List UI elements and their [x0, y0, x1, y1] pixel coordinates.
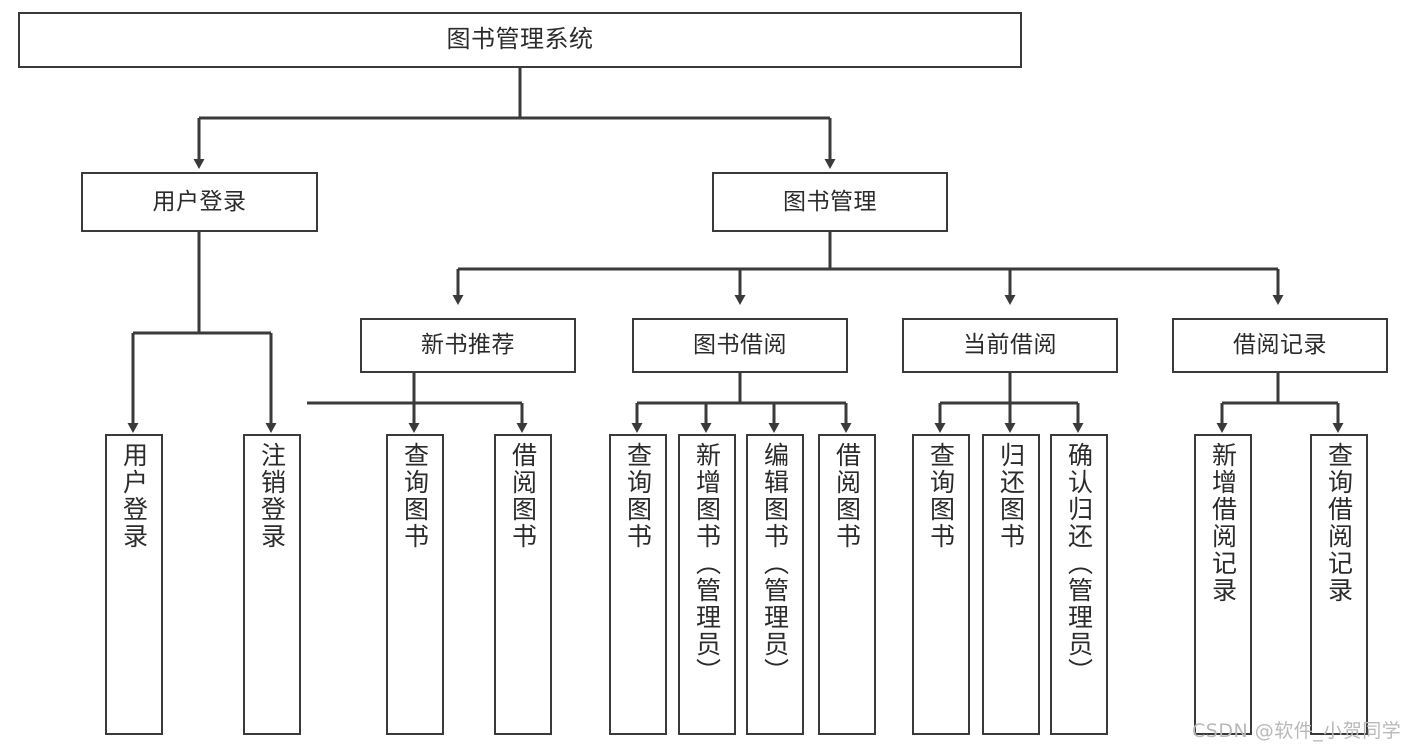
csdn-watermark: CSDN @软件_小贺同学	[1192, 720, 1402, 742]
node-label: 查询图书	[623, 442, 653, 550]
node-current-borrow[interactable]: 当前借阅	[902, 318, 1118, 373]
leaf-user-login[interactable]: 用户登录	[105, 434, 163, 735]
node-root-system[interactable]: 图书管理系统	[18, 12, 1022, 68]
node-label: 新书推荐	[421, 332, 515, 359]
node-label: 新增图书（管理员）	[692, 442, 722, 685]
leaf-current-query-book[interactable]: 查询图书	[912, 434, 970, 735]
node-label: 用户登录	[119, 442, 149, 550]
node-borrow-record[interactable]: 借阅记录	[1172, 318, 1388, 373]
node-new-book-recommend[interactable]: 新书推荐	[360, 318, 576, 373]
leaf-record-query-record[interactable]: 查询借阅记录	[1310, 434, 1368, 735]
leaf-recommend-query-book[interactable]: 查询图书	[386, 434, 444, 735]
leaf-current-confirm-return-admin[interactable]: 确认归还（管理员）	[1050, 434, 1108, 735]
leaf-borrow-query-book[interactable]: 查询图书	[609, 434, 667, 735]
leaf-borrow-edit-book-admin[interactable]: 编辑图书（管理员）	[746, 434, 804, 735]
leaf-borrow-borrow-book[interactable]: 借阅图书	[818, 434, 876, 735]
node-label: 借阅记录	[1233, 332, 1327, 359]
leaf-record-add-record[interactable]: 新增借阅记录	[1194, 434, 1252, 735]
node-user-login[interactable]: 用户登录	[81, 172, 318, 232]
node-label: 归还图书	[996, 442, 1026, 550]
node-label: 查询图书	[926, 442, 956, 550]
node-label: 注销登录	[257, 442, 287, 550]
node-label: 图书管理	[783, 188, 877, 215]
leaf-user-logout[interactable]: 注销登录	[243, 434, 301, 735]
node-book-management[interactable]: 图书管理	[712, 172, 948, 232]
node-label: 图书借阅	[693, 332, 787, 359]
node-book-borrow[interactable]: 图书借阅	[632, 318, 848, 373]
leaf-current-return-book[interactable]: 归还图书	[982, 434, 1040, 735]
node-label: 查询借阅记录	[1324, 442, 1354, 604]
node-label: 查询图书	[400, 442, 430, 550]
node-label: 用户登录	[152, 188, 247, 215]
node-label: 借阅图书	[508, 442, 538, 550]
node-label: 当前借阅	[963, 332, 1057, 359]
node-label: 确认归还（管理员）	[1064, 442, 1094, 685]
node-label: 新增借阅记录	[1208, 442, 1238, 604]
leaf-borrow-add-book-admin[interactable]: 新增图书（管理员）	[678, 434, 736, 735]
node-label: 编辑图书（管理员）	[760, 442, 790, 685]
node-label: 图书管理系统	[446, 25, 594, 54]
leaf-recommend-borrow-book[interactable]: 借阅图书	[494, 434, 552, 735]
node-label: 借阅图书	[832, 442, 862, 550]
